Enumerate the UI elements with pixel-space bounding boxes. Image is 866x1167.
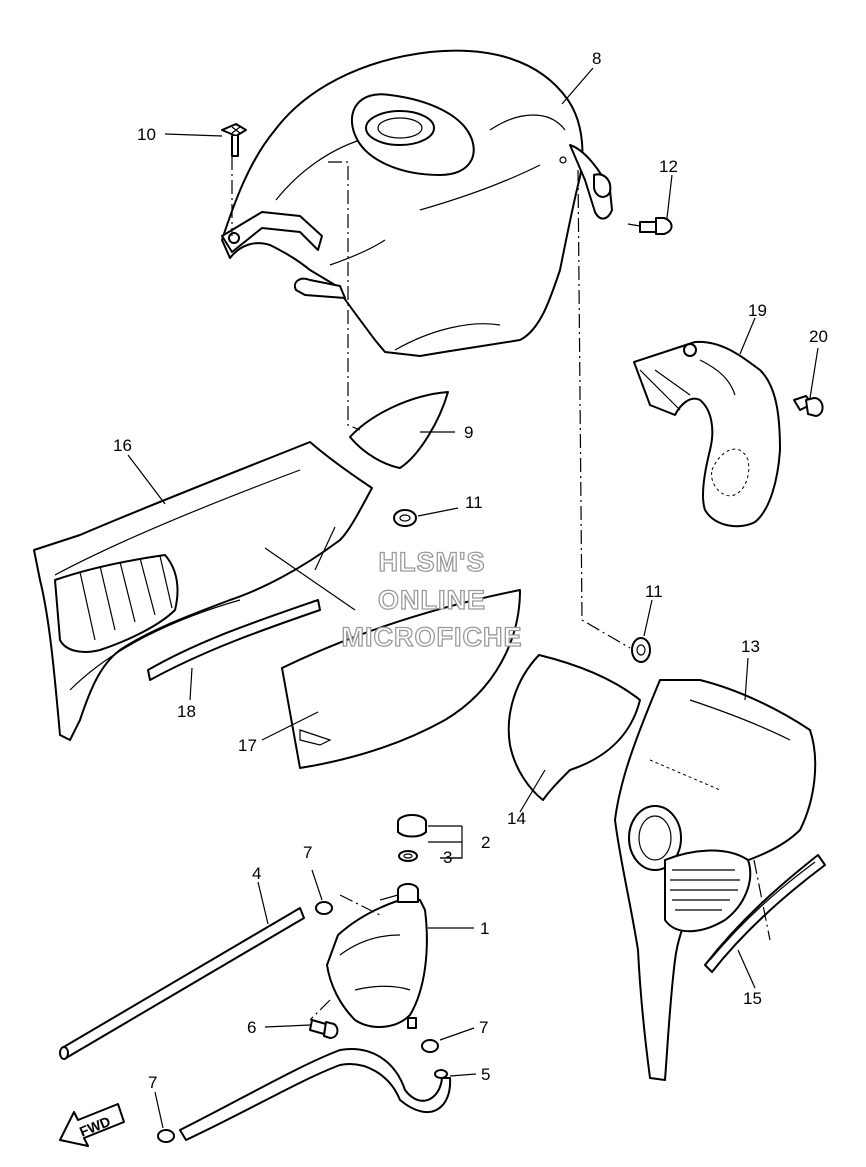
callout-1: 1 [480,919,489,938]
part-2-cap [397,814,427,838]
callout-7b: 7 [479,1018,488,1037]
part-11-grommet-upper [393,509,417,527]
part-5-hose [179,1048,452,1141]
callout-11a: 11 [465,493,483,512]
callout-16: 16 [113,436,132,455]
callout-19: 19 [748,301,767,320]
watermark: HLSM'S ONLINE MICROFICHE [341,546,523,652]
part-18-strip [147,599,321,681]
part-12-bolt [627,217,673,235]
callout-2: 2 [481,833,490,852]
callout-5: 5 [481,1065,490,1084]
watermark-line-3: MICROFICHE [342,622,523,652]
part-1-reservoir [326,883,428,1029]
callout-7a: 7 [303,843,312,862]
part-20-bolt [793,395,824,417]
part-4-hose [59,907,305,1060]
fwd-arrow-icon: FWD [59,1103,125,1147]
callout-14: 14 [507,809,526,828]
callout-8: 8 [592,49,601,68]
part-9-pad [349,391,449,469]
callout-11b: 11 [645,582,663,601]
leader-lines [127,67,819,1129]
part-11-grommet-lower [631,637,651,663]
callout-18: 18 [177,702,196,721]
callout-13: 13 [741,637,760,656]
callout-numbers: 1 2 3 4 5 6 7 7 7 8 9 10 11 11 12 13 14 … [113,49,828,1092]
callout-12: 12 [659,157,678,176]
part-16-left-panel [33,441,373,741]
callout-15: 15 [743,989,762,1008]
callout-3: 3 [443,848,452,867]
part-3-gasket [398,850,418,862]
part-17-pad [281,589,521,769]
part-8-tank-cover [221,49,613,357]
watermark-line-2: ONLINE [378,585,486,615]
part-6-bolt [309,1019,339,1039]
watermark-line-1: HLSM'S [379,547,486,577]
part-13-right-panel [614,679,817,1081]
callout-20: 20 [809,327,828,346]
part-19-duct [633,340,781,528]
part-7-clamps [157,901,439,1143]
callout-17: 17 [238,736,257,755]
part-14-pad [507,654,641,801]
fwd-label: FWD [77,1113,113,1140]
callout-7c: 7 [148,1073,157,1092]
callout-6: 6 [247,1018,256,1037]
assembly-guides [231,156,771,1021]
callout-9: 9 [464,423,473,442]
callout-4: 4 [252,864,261,883]
callout-10: 10 [137,125,156,144]
